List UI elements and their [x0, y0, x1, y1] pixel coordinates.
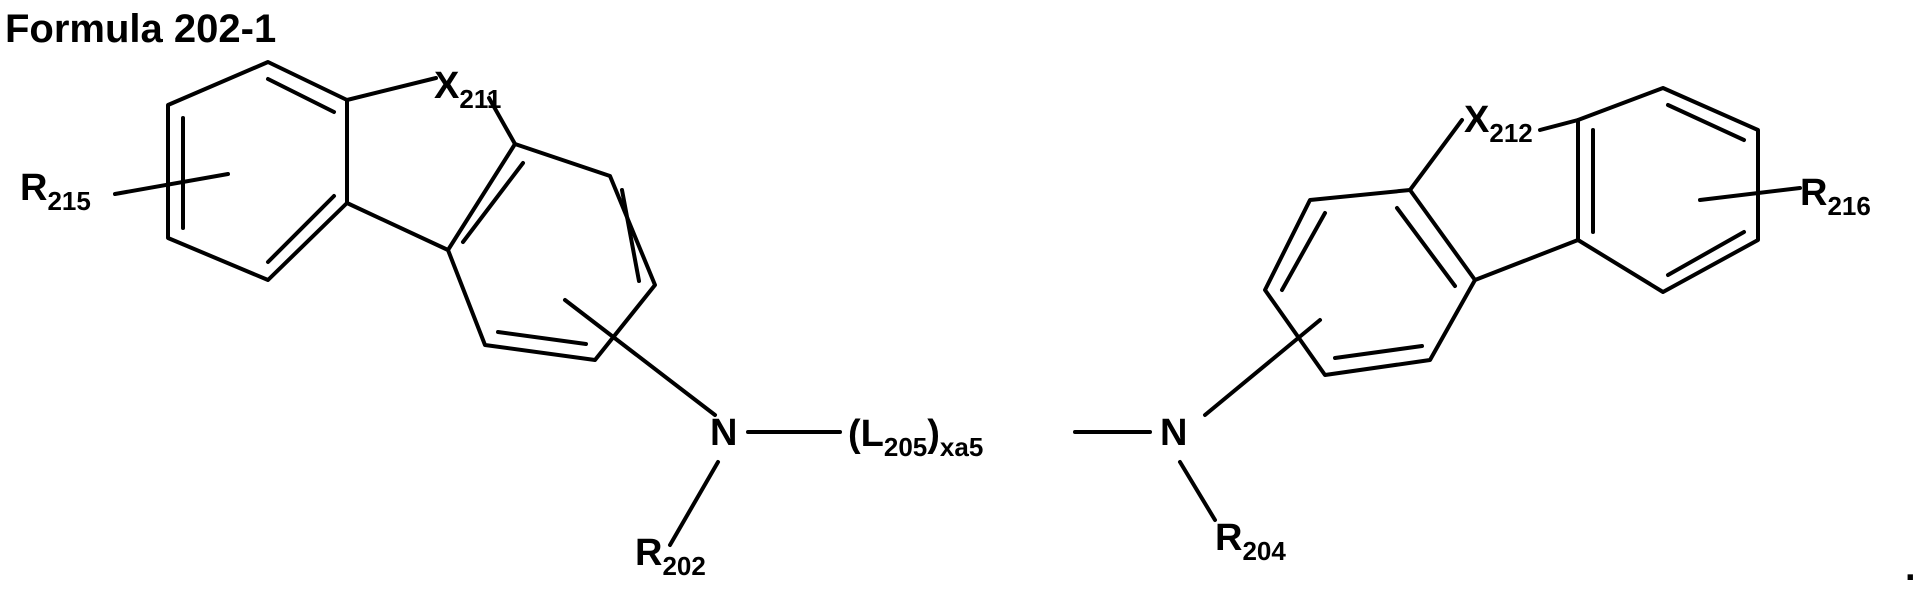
right-inner-double-bond-3 — [1335, 346, 1422, 358]
left-inner-double-bond-3 — [498, 332, 586, 344]
left-nitrogen-label: N — [710, 412, 737, 454]
left-outer-double-bond-1 — [268, 79, 334, 112]
left-outer-double-bond-3 — [268, 196, 334, 262]
right-outer-benzene-ring — [1578, 88, 1758, 292]
right-five-ring-bond-c — [1475, 240, 1578, 280]
linker-label: (L205)xa5 — [848, 413, 983, 462]
x212-label: X212 — [1464, 99, 1533, 148]
r204-label: R204 — [1215, 517, 1286, 566]
right-five-ring-bond-b — [1540, 120, 1578, 130]
right-inner-double-bond-1 — [1397, 208, 1455, 286]
r202-label: R202 — [635, 532, 706, 581]
formula-title: Formula 202-1 — [5, 7, 276, 51]
r216-label: R216 — [1800, 172, 1871, 221]
right-outer-double-bond-1 — [1668, 105, 1744, 140]
right-five-ring-bond-a — [1410, 120, 1462, 190]
x211-label: X211 — [434, 65, 501, 114]
right-n-to-r204-bond — [1180, 462, 1215, 520]
right-inner-benzene-ring — [1265, 190, 1475, 375]
right-inner-double-bond-2 — [1282, 213, 1325, 290]
trailing-period: . — [1905, 547, 1916, 589]
r216-bond — [1700, 188, 1800, 200]
left-inner-double-bond-1 — [463, 163, 523, 242]
right-nitrogen-label: N — [1160, 412, 1187, 454]
left-outer-benzene-ring — [168, 62, 347, 280]
right-ring-to-n-bond — [1205, 320, 1320, 415]
left-five-ring-bond-c — [347, 203, 448, 250]
r215-label: R215 — [20, 167, 91, 216]
left-inner-benzene-ring — [448, 144, 655, 360]
left-n-to-r202-bond — [670, 462, 718, 545]
left-fused-ring-system — [115, 62, 715, 415]
left-five-ring-bond-a — [347, 78, 436, 100]
r215-bond — [115, 174, 228, 194]
